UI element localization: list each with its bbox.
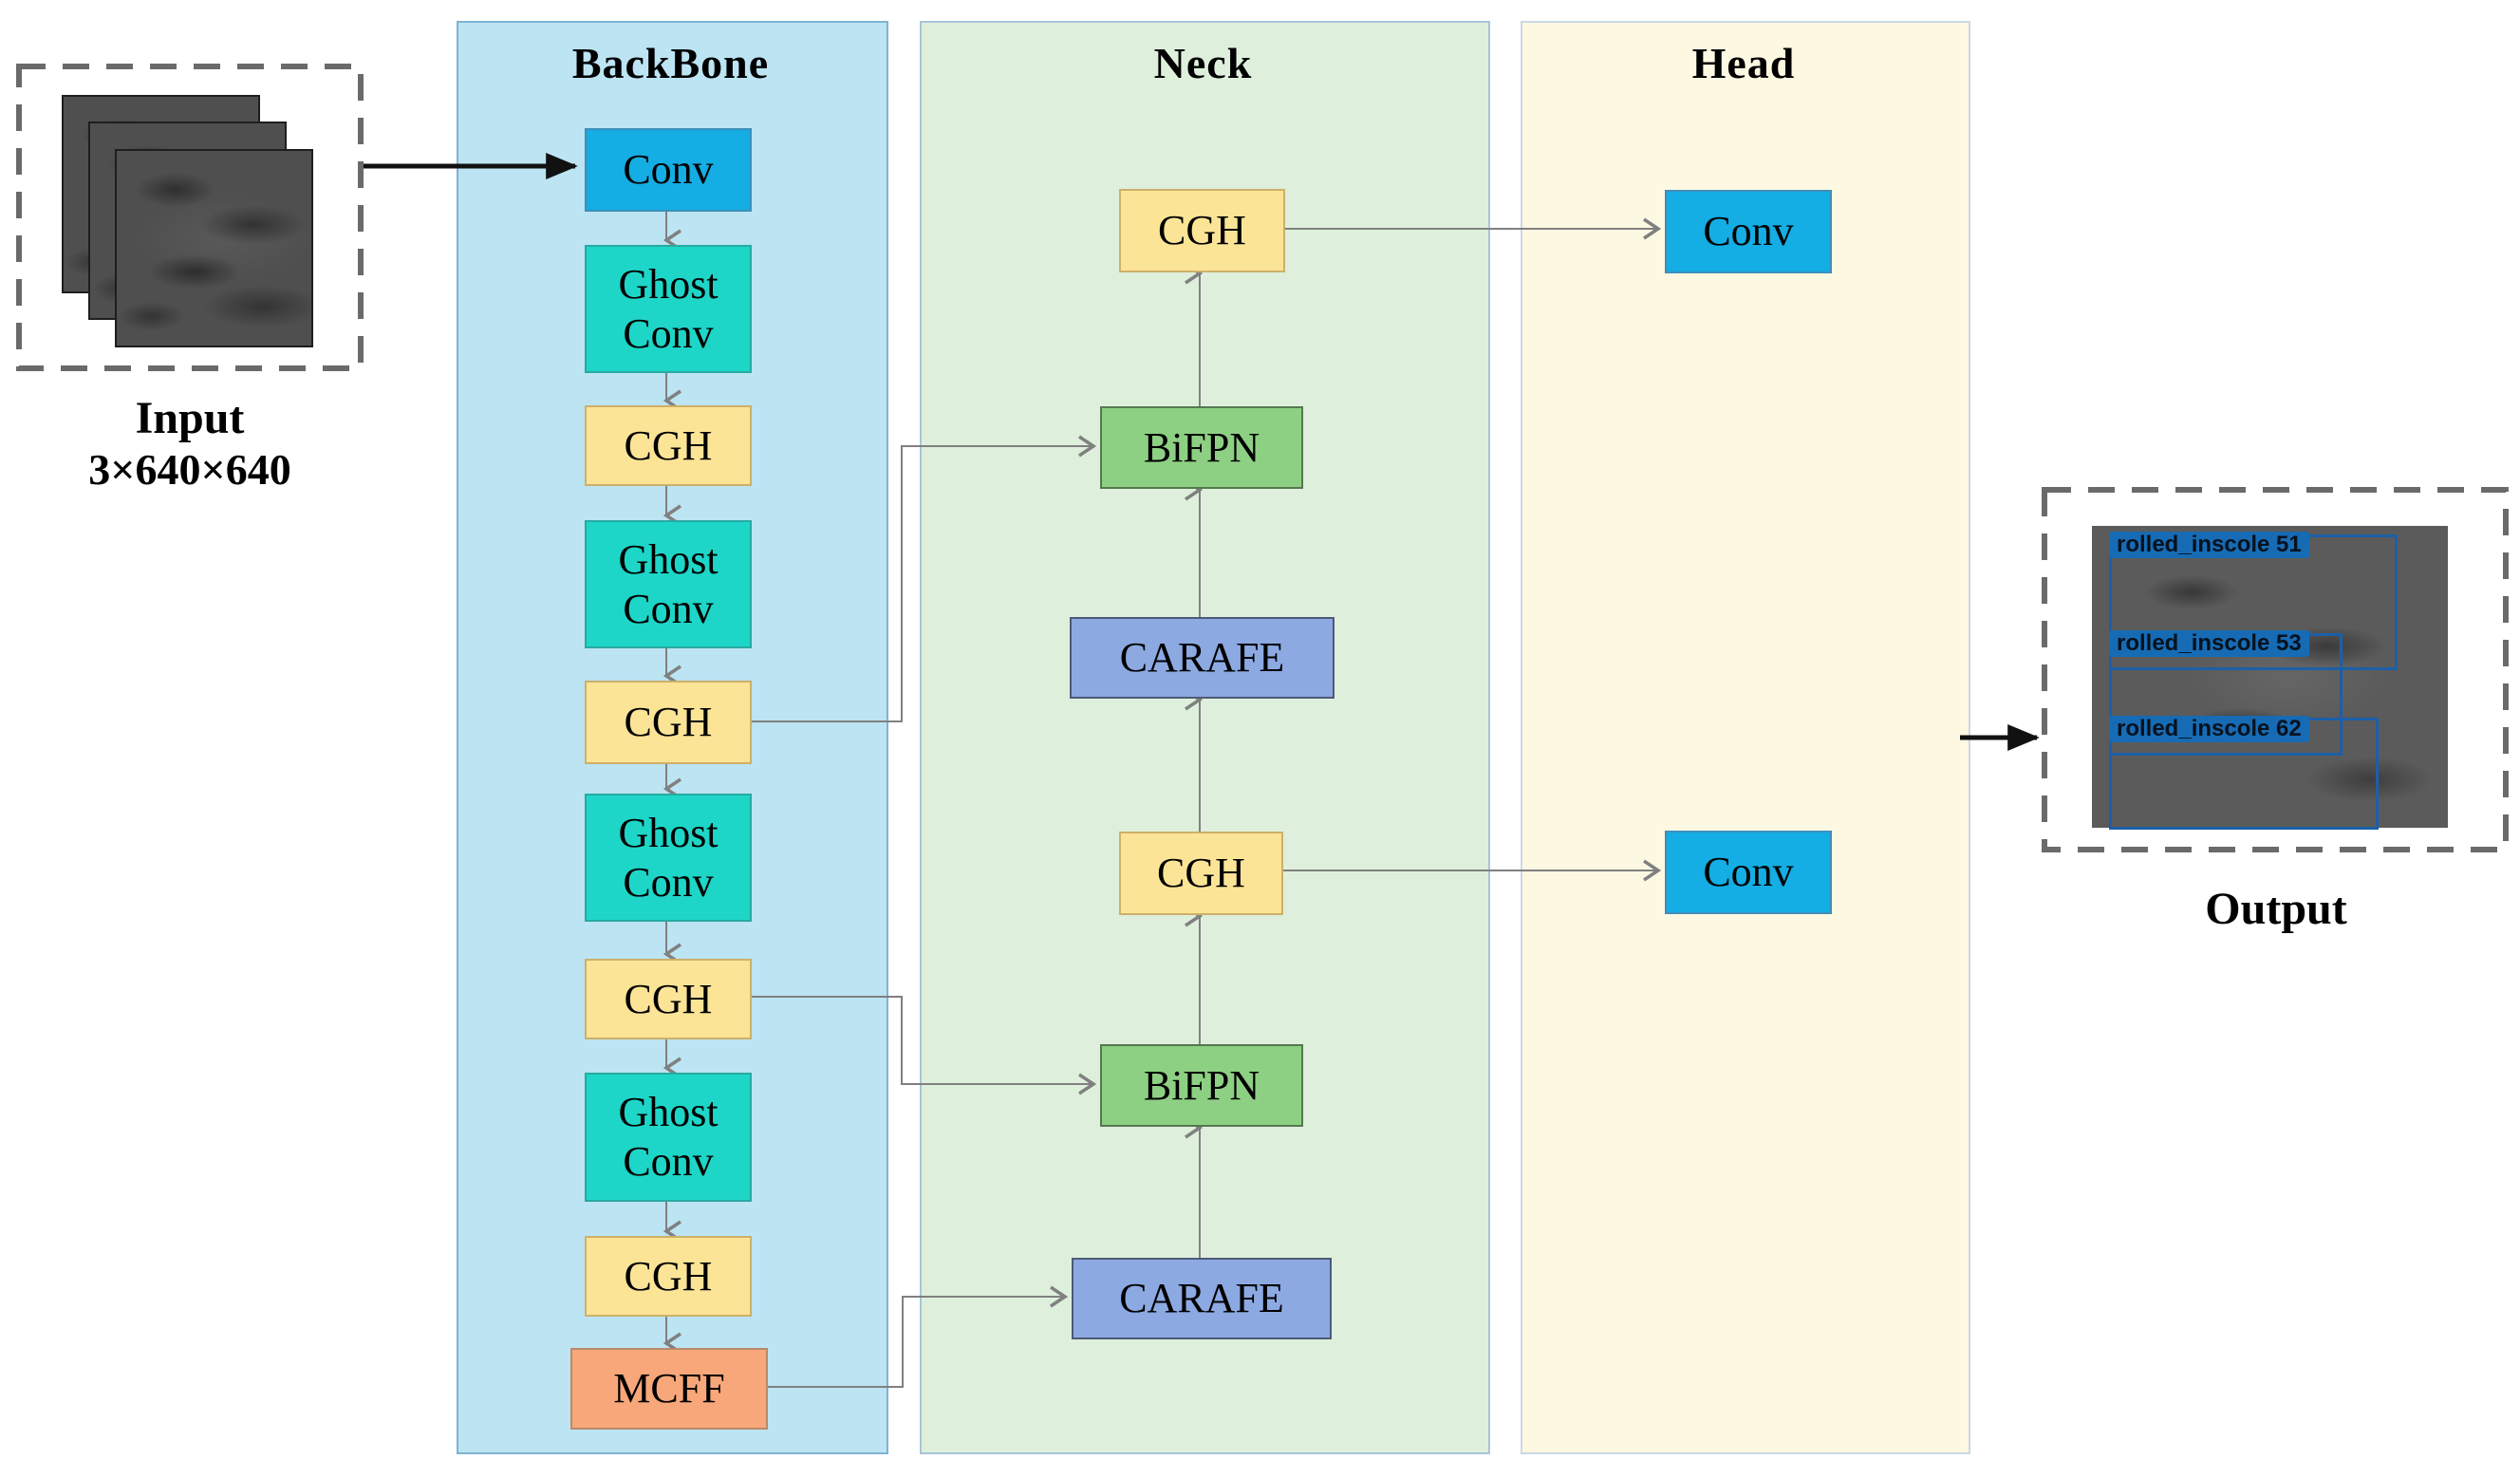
- output-dashed-frame: [2042, 487, 2509, 852]
- neck-node-bifpn-1: BiFPN: [1100, 406, 1303, 489]
- connector-mcff-to-carafe2: [764, 1285, 1069, 1388]
- backbone-node-cgh-3: CGH: [585, 959, 752, 1039]
- neck-node-carafe-1: CARAFE: [1070, 617, 1335, 699]
- neck-node-bifpn-2: BiFPN: [1100, 1044, 1303, 1127]
- head-node-conv-2: Conv: [1665, 831, 1832, 914]
- backbone-node-cgh-1: CGH: [585, 405, 752, 486]
- detection-label-3: rolled_inscole 62: [2109, 716, 2309, 742]
- backbone-node-ghost-conv-2: Ghost Conv: [585, 520, 752, 648]
- input-caption: Input: [135, 393, 245, 443]
- neck-title: Neck: [1153, 39, 1253, 87]
- neck-node-carafe-2: CARAFE: [1072, 1258, 1332, 1339]
- head-title: Head: [1691, 39, 1796, 87]
- output-caption: Output: [2205, 884, 2347, 934]
- backbone-node-cgh-2: CGH: [585, 681, 752, 764]
- backbone-node-cgh-4: CGH: [585, 1236, 752, 1317]
- input-image-front: [115, 149, 313, 347]
- backbone-node-conv: Conv: [585, 128, 752, 212]
- backbone-node-mcff: MCFF: [570, 1348, 768, 1430]
- backbone-node-ghost-conv-4: Ghost Conv: [585, 1073, 752, 1202]
- connector-cgh2-to-bifpn1: [748, 435, 1097, 722]
- backbone-node-ghost-conv-3: Ghost Conv: [585, 794, 752, 922]
- output-image: rolled_inscole 51 rolled_inscole 53 roll…: [2092, 526, 2448, 830]
- neck-node-cgh-top: CGH: [1119, 189, 1285, 272]
- input-dashed-frame: [16, 64, 364, 371]
- input-size-caption: 3×640×640: [88, 445, 291, 494]
- head-node-conv-1: Conv: [1665, 190, 1832, 273]
- detection-label-1: rolled_inscole 51: [2109, 532, 2309, 558]
- backbone-title: BackBone: [571, 39, 770, 87]
- connector-cgh3-to-bifpn2: [746, 996, 1097, 1095]
- detection-label-2: rolled_inscole 53: [2109, 630, 2309, 657]
- backbone-node-ghost-conv-1: Ghost Conv: [585, 245, 752, 373]
- neck-node-cgh-mid: CGH: [1119, 832, 1283, 915]
